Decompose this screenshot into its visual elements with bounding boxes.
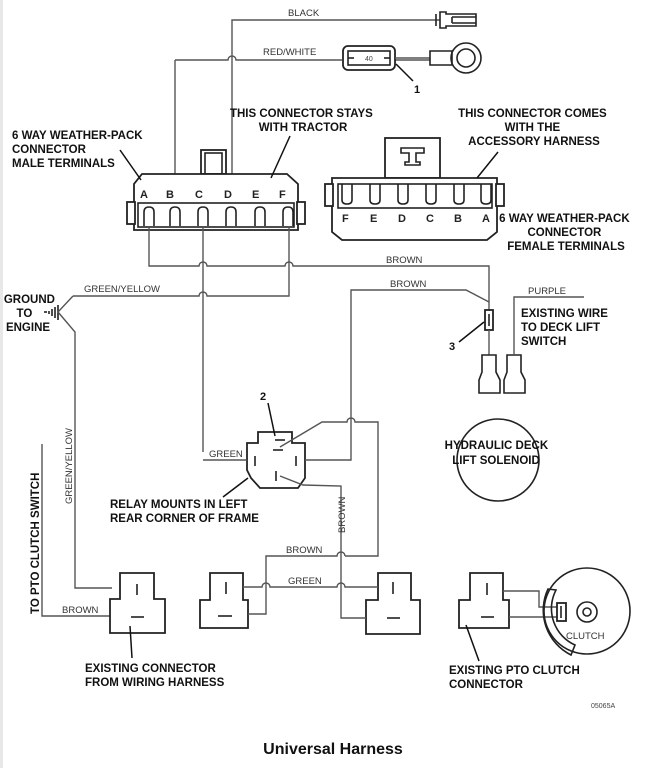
- female-weather-pack-connector: F E D C B A: [324, 137, 505, 241]
- female-pin-e: E: [370, 213, 377, 225]
- hydraulic-solenoid: [456, 418, 540, 502]
- brown-harness-wire: [73, 226, 490, 452]
- wire-label-brown-second: BROWN: [390, 279, 427, 290]
- relay-coil-wire: [279, 417, 379, 557]
- male-pin-a: A: [140, 189, 148, 201]
- black-wire: [231, 19, 440, 145]
- male-pins: [143, 206, 294, 226]
- existing-harness-connector: [109, 572, 166, 634]
- ground-symbol: [44, 305, 59, 320]
- male-pin-f: F: [279, 189, 286, 201]
- male-pin-b: B: [166, 189, 174, 201]
- figure-id: 05065A: [591, 703, 615, 710]
- wire-label-brown-top: BROWN: [386, 255, 423, 266]
- female-pin-d: D: [398, 213, 406, 225]
- fuse-rating: 40: [365, 56, 373, 63]
- female-connector-label: 6 WAY WEATHER-PACK CONNECTOR FEMALE TERM…: [499, 213, 633, 253]
- page-edge: [0, 0, 3, 768]
- wire-label-green-relay: GREEN: [209, 449, 243, 460]
- bottom-connector-left: [199, 572, 249, 629]
- relay: [246, 431, 306, 489]
- callout-3: 3: [449, 341, 455, 353]
- male-connector-label: 6 WAY WEATHER-PACK CONNECTOR MALE TERMIN…: [12, 130, 146, 170]
- wire-label-brown-vertical: BROWN: [337, 496, 348, 533]
- brown-relay-wire: [350, 289, 490, 418]
- female-pin-b: B: [454, 213, 462, 225]
- relay-output-wire: [305, 418, 352, 461]
- solenoid-label: HYDRAULIC DECK LIFT SOLENOID: [445, 440, 552, 467]
- deck-switch-label: EXISTING WIRE TO DECK LIFT SWITCH: [521, 308, 611, 348]
- spade-terminal: [435, 11, 477, 29]
- clutch-label: CLUTCH: [566, 631, 605, 642]
- spade-connector-brown: [478, 354, 501, 394]
- wire-label-brown-existing: BROWN: [62, 605, 99, 616]
- wire-label-green-yellow-vertical: GREEN/YELLOW: [64, 428, 75, 504]
- wire-label-purple: PURPLE: [528, 286, 566, 297]
- brown-bottom-wire: [248, 551, 346, 615]
- female-pin-f: F: [342, 213, 349, 225]
- relay-note: RELAY MOUNTS IN LEFT REAR CORNER OF FRAM…: [110, 499, 259, 525]
- pto-clutch-connector: [458, 572, 510, 629]
- brown-vertical-wire: [279, 475, 342, 600]
- wire-label-black: BLACK: [288, 8, 320, 19]
- purple-wire: [513, 296, 584, 355]
- green-yellow-vertical-wire: [57, 311, 112, 589]
- bottom-connector-right: [365, 572, 421, 635]
- clutch: [542, 567, 631, 657]
- male-pin-d: D: [224, 189, 232, 201]
- fuse: 40: [342, 45, 396, 71]
- pto-switch-wire: [41, 444, 110, 617]
- wire-label-red-white: RED/WHITE: [263, 47, 316, 58]
- male-connector-note: THIS CONNECTOR STAYS WITH TRACTOR: [230, 108, 376, 134]
- wire-label-green-yellow: GREEN/YELLOW: [84, 284, 160, 295]
- male-weather-pack-connector: A B C D E F: [126, 149, 306, 231]
- female-pin-c: C: [426, 213, 434, 225]
- spade-connector-purple: [503, 354, 526, 394]
- female-pins: [341, 184, 492, 205]
- existing-connector-label: EXISTING CONNECTOR FROM WIRING HARNESS: [85, 663, 225, 689]
- diagram-title: Universal Harness: [263, 741, 403, 758]
- male-pin-c: C: [195, 189, 203, 201]
- callout-2: 2: [260, 391, 266, 403]
- ground-label: GROUND TO ENGINE: [4, 294, 58, 334]
- pto-connector-label: EXISTING PTO CLUTCH CONNECTOR: [449, 665, 583, 691]
- female-pin-a: A: [482, 213, 490, 225]
- green-bottom-wire: [243, 582, 378, 588]
- ring-terminal: [429, 42, 482, 74]
- wire-label-green-bottom: GREEN: [288, 576, 322, 587]
- female-connector-note: THIS CONNECTOR COMES WITH THE ACCESSORY …: [458, 108, 610, 148]
- callout-1: 1: [414, 84, 420, 96]
- male-pin-e: E: [252, 189, 259, 201]
- wire-label-brown-bottom: BROWN: [286, 545, 323, 556]
- inline-fuse: [484, 309, 494, 331]
- pto-switch-label: TO PTO CLUTCH SWITCH: [30, 473, 42, 614]
